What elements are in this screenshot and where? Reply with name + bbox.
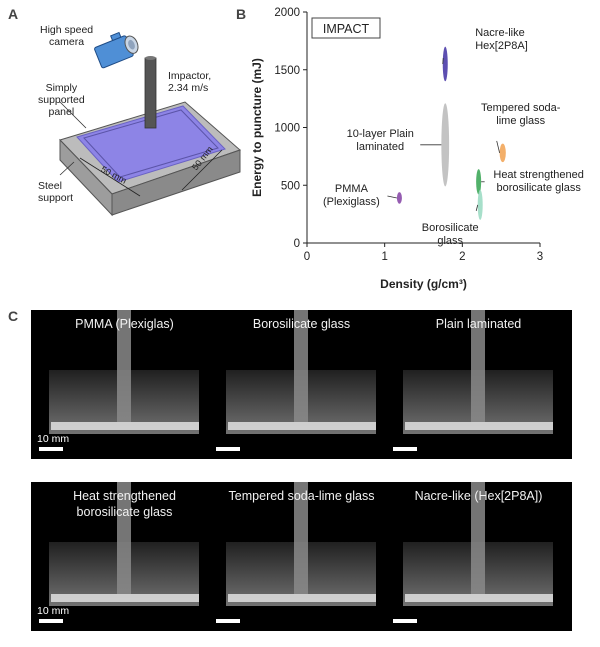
support-leader-line — [59, 161, 75, 176]
legend-box — [311, 17, 381, 39]
camera-label: High speed camera — [40, 24, 94, 48]
impactor-rod — [294, 310, 308, 422]
panel-a-letter: A — [8, 6, 19, 22]
dimension-line-y — [181, 149, 223, 191]
specimen-edge — [228, 594, 376, 602]
data-point-ellipse — [396, 192, 402, 204]
impact-photo: Nacre-like (Hex[2P8A]) — [385, 482, 572, 631]
specimen-edge — [51, 422, 199, 430]
y-axis-title: Energy to puncture (mJ) — [250, 58, 264, 197]
dimension-line-x — [79, 157, 141, 197]
x-tick-label: 1 — [381, 251, 387, 263]
photo-label: Nacre-like (Hex[2P8A]) — [414, 489, 543, 503]
specimen-edge — [228, 422, 376, 430]
y-tick-label: 1000 — [274, 123, 300, 135]
scale-bar-label: 10 mm — [37, 605, 70, 617]
scale-bar — [216, 619, 240, 623]
scale-bar — [39, 447, 63, 451]
photo-content — [403, 482, 553, 606]
x-tick-label: 3 — [537, 251, 543, 263]
legend-box-text: IMPACT — [323, 22, 370, 36]
impactor-top — [145, 56, 156, 60]
impact-photo: Heat strengthened borosilicate glass 10 m… — [31, 482, 218, 631]
photo-content — [226, 310, 376, 434]
x-axis-title: Density (g/cm³) — [380, 277, 467, 291]
photo-label: Heat strengthened borosilicate glass — [73, 489, 176, 519]
high-speed-camera-icon — [94, 31, 139, 69]
x-tick-label: 0 — [304, 251, 310, 263]
data-point-ellipse — [476, 169, 482, 195]
data-point-ellipse — [442, 46, 448, 82]
impactor-rod — [471, 310, 485, 422]
scale-bar-label: 10 mm — [37, 433, 70, 445]
panel-b-letter: B — [236, 6, 247, 22]
panel-label: Simply supported panel — [38, 82, 85, 118]
label-leader-line — [442, 57, 444, 65]
photo-label: PMMA (Plexiglas) — [75, 317, 174, 331]
series-label: PMMA(Plexiglass) — [323, 183, 380, 208]
photo-label: Borosilicate glass — [252, 317, 351, 331]
series-label: Tempered soda-lime glass — [481, 102, 561, 127]
specimen-edge — [405, 422, 553, 430]
y-tick-label: 1500 — [274, 65, 300, 77]
impactor-label: Impactor, 2.34 m/s — [168, 70, 212, 94]
impactor-rod — [117, 310, 131, 422]
impact-test-schematic — [59, 31, 241, 217]
support-label: Steel support — [38, 180, 74, 204]
label-leader-line — [475, 204, 479, 211]
photo-content — [49, 482, 199, 606]
data-point-ellipse — [499, 143, 506, 163]
impact-photo: Borosilicate glass — [208, 310, 395, 459]
photo-label: Tempered soda-lime glass — [228, 489, 375, 503]
impactor-rod — [144, 57, 157, 129]
impact-photo: Tempered soda-lime glass — [208, 482, 395, 631]
photo-content — [403, 310, 553, 434]
x-tick-label: 2 — [459, 251, 465, 263]
impactor-rod — [294, 482, 308, 594]
label-leader-line — [387, 195, 398, 199]
impactor-rod — [471, 482, 485, 594]
specimen-edge — [405, 594, 553, 602]
impact-photo: Plain laminated — [385, 310, 572, 459]
label-leader-line — [496, 140, 501, 154]
data-point-ellipse — [441, 103, 450, 187]
scale-bar — [393, 619, 417, 623]
panel-leader-line — [59, 101, 87, 129]
data-point-ellipse — [477, 189, 483, 220]
steel-support-front-face — [111, 149, 241, 216]
scale-bar — [39, 619, 63, 623]
y-tick-label: 500 — [281, 180, 300, 192]
impact-photo: PMMA (Plexiglas) 10 mm — [31, 310, 218, 459]
y-tick-label: 0 — [294, 238, 300, 250]
photo-label: Plain laminated — [435, 317, 522, 331]
photo-content — [226, 482, 376, 606]
scale-bar — [216, 447, 240, 451]
panel-c-letter: C — [8, 308, 19, 324]
impactor-rod — [117, 482, 131, 594]
specimen-edge — [51, 594, 199, 602]
scale-bar — [393, 447, 417, 451]
y-tick-label: 2000 — [274, 7, 300, 19]
photo-content — [49, 310, 199, 434]
